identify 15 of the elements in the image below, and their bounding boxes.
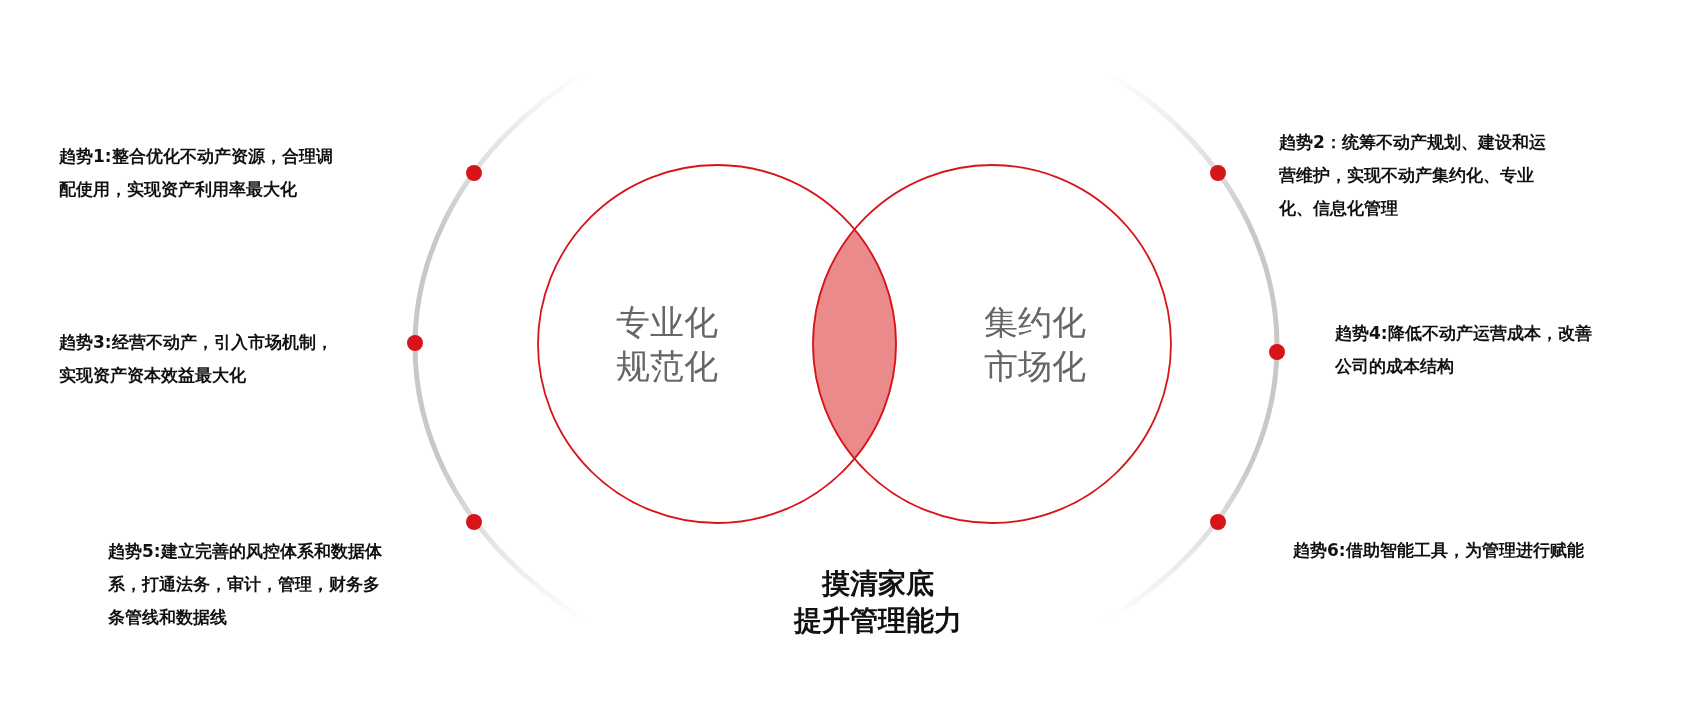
trend-text: 趋势3:经营不动产，引入市场机制，实现资产资本效益最大化: [59, 331, 334, 387]
trend-text: 趋势5:建立完善的风控体系和数据体系，打通法务，审计，管理，财务多条管线和数据线: [108, 540, 383, 629]
circle-label: 集约化: [983, 301, 1087, 344]
circle-label: 专业化: [615, 301, 719, 344]
venn-circle: [537, 164, 897, 524]
trend-text: 趋势4:降低不动产运营成本，改善公司的成本结构: [1335, 322, 1593, 378]
trend-text: 趋势1:整合优化不动产资源，合理调配使用，实现资产利用率最大化: [59, 145, 334, 201]
trend-text: 趋势2：统筹不动产规划、建设和运营维护，实现不动产集约化、专业化、信息化管理: [1279, 131, 1547, 220]
circle-label: 规范化: [615, 345, 719, 388]
circle-label: 市场化: [983, 345, 1087, 388]
trend-text: 趋势6:借助智能工具，为管理进行赋能: [1293, 539, 1585, 562]
headline: 提升管理能力: [792, 603, 963, 639]
venn-overlap: [812, 228, 897, 460]
venn-circle: [812, 164, 1172, 524]
headline: 摸清家底: [820, 566, 935, 602]
